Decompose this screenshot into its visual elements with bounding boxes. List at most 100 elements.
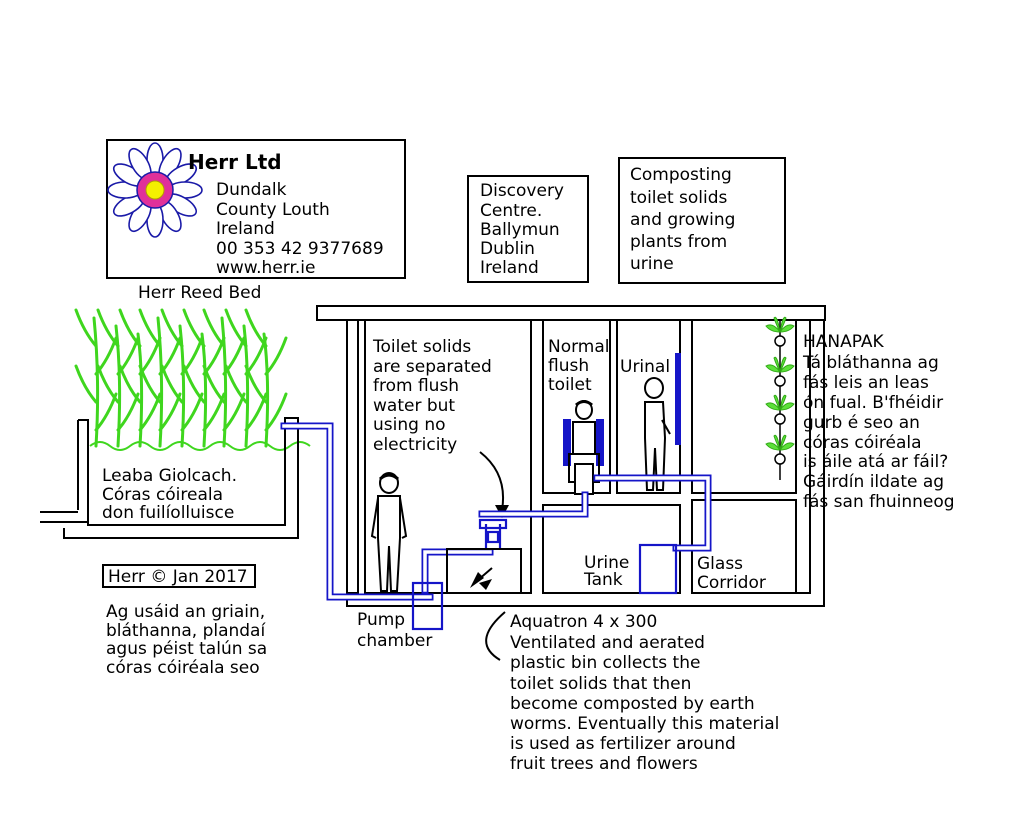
- tanks: [411, 543, 678, 631]
- separator-note-6: electricity: [373, 435, 457, 455]
- reed-stem: [178, 324, 186, 448]
- hanapak-line-5: gurb é seo an: [803, 413, 920, 433]
- aquatron-desc-3: toilet solids that then: [510, 674, 691, 694]
- reed-bed-caption-2: Córas cóireala: [102, 485, 223, 505]
- reed-leaf: [74, 308, 98, 348]
- separator-note: Toilet solids are separated from flush w…: [372, 337, 509, 518]
- window-plant: [765, 394, 795, 425]
- location-line-4: Dublin: [480, 239, 535, 259]
- separator-note-5: using no: [373, 415, 446, 435]
- aquatron-desc-6: is used as fertilizer around: [510, 734, 736, 754]
- hanapak-line-1: HANAPAK: [803, 332, 885, 352]
- pump-chamber-tank: [411, 581, 444, 631]
- window-room: [691, 319, 797, 494]
- purpose-line-5: urine: [630, 254, 674, 274]
- reed-bed: Herr Reed Bed Leaba Giolcach. Córas cóir…: [40, 283, 311, 539]
- company-address-3: Ireland: [216, 219, 275, 239]
- window-plant: [765, 316, 795, 347]
- company-address-1: Dundalk: [216, 180, 287, 200]
- reed-leaf: [182, 364, 206, 404]
- irish-note-4: córas cóiréala seo: [106, 658, 260, 678]
- flower-logo: [107, 142, 203, 238]
- reed-leaf: [264, 336, 288, 376]
- reed-bed-caption-3: don fuilíolluisce: [102, 503, 234, 523]
- hanapak-text: HANAPAK Tá bláthanna ag fás leis an leas…: [802, 332, 955, 512]
- normal-toilet-label-1: Normal: [548, 337, 610, 357]
- company-card: Herr Ltd Dundalk County Louth Ireland 00…: [106, 139, 406, 279]
- normal-toilet-label-3: toilet: [548, 375, 592, 395]
- location-line-1: Discovery: [480, 181, 564, 201]
- pipework: [280, 422, 712, 601]
- irish-note-3: agus péist talún sa: [106, 639, 267, 659]
- reed-leaf: [244, 364, 268, 404]
- reed-leaf: [244, 392, 268, 432]
- separator-note-3: from flush: [373, 376, 459, 396]
- hanapak-line-8: Gáirdín ildate ag: [803, 472, 944, 492]
- purpose-box: Composting toilet solids and growing pla…: [618, 157, 786, 284]
- urine-tank-label-1: Urine: [584, 553, 629, 573]
- hanapak-line-4: ón fual. B'fhéidir: [803, 393, 943, 413]
- building: [316, 305, 826, 607]
- purpose-line-3: and growing: [630, 210, 735, 230]
- hanapak-line-6: córas cóiréala: [803, 433, 922, 453]
- glass-corridor-label-1: Glass: [697, 554, 743, 574]
- reed-leaf: [118, 308, 142, 348]
- reed-stem: [114, 324, 122, 448]
- separator-note-4: water but: [373, 396, 455, 416]
- hanapak-plants: [765, 316, 795, 480]
- purpose-line-1: Composting: [630, 165, 732, 185]
- location-line-2: Centre.: [480, 201, 542, 221]
- reed-bed-caption-1: Leaba Giolcach.: [102, 466, 237, 486]
- purpose-line-4: plants from: [630, 232, 727, 252]
- reed-leaf: [138, 364, 162, 404]
- reed-leaf: [138, 308, 162, 348]
- irish-note-2: bláthanna, plandaí: [106, 621, 266, 641]
- aquatron-desc-4: become composted by earth: [510, 694, 755, 714]
- irish-note-1: Ag usáid an griain,: [106, 602, 265, 622]
- reed-leaf: [96, 308, 120, 348]
- reed-leaf: [202, 364, 226, 404]
- person-sitting-icon: [563, 400, 604, 495]
- reed-leaf: [264, 392, 288, 432]
- reed-leaf: [96, 364, 120, 404]
- reed-leaf: [202, 308, 226, 348]
- aquatron-description: Aquatron 4 x 300 Ventilated and aerated …: [510, 612, 779, 774]
- reed-leaf: [182, 308, 206, 348]
- aquatron-arrow: [485, 611, 506, 661]
- normal-toilet-label-2: flush: [548, 356, 589, 376]
- reed-leaf: [160, 364, 184, 404]
- cubicle-labels: Normal flush toilet Urinal Urine Tank Gl…: [357, 337, 766, 651]
- urine-tank: [638, 543, 678, 595]
- pump-chamber-label-1: Pump: [357, 610, 405, 630]
- company-name: Herr Ltd: [188, 150, 282, 174]
- aquatron-bin: [446, 548, 522, 594]
- glass-corridor-label-2: Corridor: [697, 573, 766, 593]
- aquatron-title: Aquatron 4 x 300: [510, 612, 657, 632]
- copyright-text: Herr © Jan 2017: [108, 567, 248, 587]
- pump-chamber-label-2: chamber: [357, 631, 432, 651]
- separator-note-1: Toilet solids: [372, 337, 471, 357]
- reed-stem: [92, 316, 100, 448]
- hanapak-line-3: fás leis an leas: [803, 373, 929, 393]
- location-line-3: Ballymun: [480, 220, 560, 240]
- aquatron-desc-2: plastic bin collects the: [510, 653, 700, 673]
- reed-leaf: [244, 308, 268, 348]
- urinal-label: Urinal: [620, 357, 670, 377]
- aquatron-desc-1: Ventilated and aerated: [510, 633, 705, 653]
- hanapak-line-7: is áile atá ar fáil?: [803, 452, 948, 472]
- hanapak-line-9: fás san fhuinneog: [803, 492, 955, 512]
- reed-leaf: [202, 392, 226, 432]
- reed-leaf: [160, 308, 184, 348]
- company-address-2: County Louth: [216, 200, 330, 220]
- reed-bed-title: Herr Reed Bed: [138, 283, 261, 303]
- person-urinal-icon: [644, 353, 681, 491]
- reed-bed-tank: [63, 417, 299, 539]
- copyright-box: Herr © Jan 2017: [102, 564, 256, 588]
- aquatron-desc-5: worms. Eventually this material: [510, 714, 779, 734]
- company-website: www.herr.ie: [216, 258, 316, 278]
- hanapak-line-2: Tá bláthanna ag: [802, 353, 939, 373]
- separator-arrow: [479, 451, 504, 511]
- purpose-line-2: toilet solids: [630, 188, 728, 208]
- window-plant: [765, 356, 795, 387]
